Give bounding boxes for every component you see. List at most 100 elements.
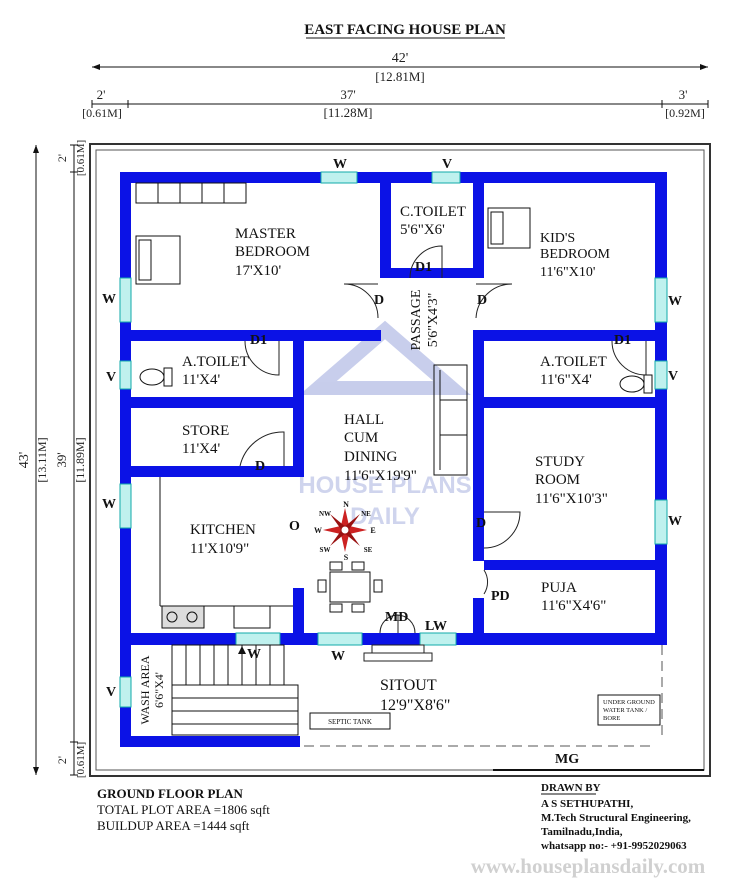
built-depth-m: [11.89M] (73, 437, 87, 482)
tag-puja-door: PD (491, 589, 510, 604)
wall-ctoilet-bottom (391, 268, 473, 278)
plan-name: GROUND FLOOR PLAN (97, 786, 244, 801)
plan-title: EAST FACING HOUSE PLAN (304, 22, 506, 38)
master-wardrobe (135, 182, 247, 204)
total-plot-area: TOTAL PLOT AREA =1806 sqft (97, 802, 270, 817)
buildup-area: BUILDUP AREA =1444 sqft (97, 818, 250, 833)
overall-depth-ft: 43' (17, 452, 32, 469)
bottom-setback-m: [0.61M] (75, 742, 87, 778)
openings (119, 171, 668, 708)
passage-name: PASSAGE (409, 290, 424, 351)
tag-window-study: W (668, 514, 682, 529)
main-door-step-2 (363, 652, 433, 662)
toilet-right-size: 11'6"X4' (540, 372, 592, 388)
study-line2: ROOM (535, 472, 580, 488)
website-watermark: www.houseplansdaily.com (471, 854, 706, 878)
kitchen-stove (161, 605, 205, 629)
door-toilet-left (244, 340, 280, 376)
window-kitchen-front (235, 632, 281, 646)
long-window-front (419, 632, 457, 646)
drawn-by-label: DRAWN BY (541, 782, 601, 794)
dining-table (329, 571, 371, 603)
toilet-left-name: A.TOILET (182, 354, 249, 370)
staircase (171, 644, 299, 736)
built-width-ft: 37' (340, 87, 355, 102)
kids-bedroom-line2: BEDROOM (540, 247, 611, 262)
master-bedroom-line1: MASTER (235, 226, 296, 242)
tag-door-kids: D (477, 293, 487, 308)
wall-hall-right (473, 341, 484, 561)
window-kitchen-left (119, 483, 132, 529)
kids-bed (487, 207, 531, 249)
toilet-left-size: 11'X4' (182, 372, 220, 388)
wash-area-name: WASH AREA (138, 655, 152, 724)
wall-store-kitchen (131, 466, 293, 477)
tag-door-study: D (476, 516, 486, 531)
hall-sofa (433, 364, 468, 476)
overall-width-m: [12.81M] (375, 69, 424, 84)
puja-size: 11'6"X4'6" (541, 598, 606, 614)
wall-right (655, 172, 667, 645)
wall-wash-bottom (120, 736, 300, 747)
water-tank-line3: BORE (603, 715, 620, 722)
kitchen-name: KITCHEN (190, 522, 256, 538)
master-bedroom-line2: BEDROOM (235, 244, 310, 260)
tag-main-gate: MG (555, 752, 579, 767)
ventilator-wash-left (119, 676, 132, 708)
tag-vent-right: V (668, 369, 678, 384)
watermark: HOUSE PLANS DAILY (298, 320, 472, 530)
sitout-size: 12'9"X8'6" (380, 697, 450, 714)
footer: GROUND FLOOR PLAN TOTAL PLOT AREA =1806 … (97, 782, 706, 878)
overall-depth-m: [13.11M] (35, 437, 49, 482)
opening-tags: W V W W V V W W W W V D1 D D D1 D1 D D P… (102, 157, 682, 767)
ventilator-ctoilet-top (431, 171, 461, 184)
septic-tank (309, 712, 391, 730)
tag-window-master: W (102, 292, 116, 307)
master-bed (135, 235, 181, 285)
top-setback-m: [0.61M] (75, 140, 87, 176)
store-name: STORE (182, 423, 229, 439)
hall-size: 11'6"X19'9" (344, 468, 417, 484)
room-labels: MASTER BEDROOM 17'X10' C.TOILET 5'6"X6' … (138, 204, 611, 725)
author-name: A S SETHUPATHI, (541, 798, 633, 810)
puja-name: PUJA (541, 580, 577, 596)
compound-wall (89, 143, 711, 777)
watermark-line1: HOUSE PLANS (298, 472, 471, 499)
compass-rose: N S E W NE NW SE SW (314, 500, 376, 562)
horizontal-dimensions: 42' [12.81M] 2' [0.61M] 37' [11.28M] 3' … (82, 51, 709, 120)
tag-window-kitchen-front: W (247, 647, 261, 662)
wc-left (139, 368, 165, 386)
wc-right (619, 375, 645, 393)
tag-ventilator-top: V (442, 157, 452, 172)
hall-line1: HALL (344, 412, 384, 428)
door-master (343, 283, 379, 319)
tag-window-kids: W (668, 294, 682, 309)
main-door-step (371, 644, 425, 654)
tag-door-toilet-right: D1 (614, 333, 631, 348)
door-ctoilet (409, 245, 443, 279)
water-tank (597, 694, 661, 726)
passage-size: 5'6"X4'3" (426, 293, 441, 348)
study-size: 11'6"X10'3" (535, 491, 608, 507)
compass-s: S (344, 553, 349, 562)
fixtures (135, 182, 704, 771)
wash-area-size: 6'6"X4' (152, 672, 166, 708)
compass-n: N (343, 500, 349, 509)
tag-door-store: D (255, 459, 265, 474)
door-puja (483, 569, 488, 595)
wall-master-bottom (131, 330, 381, 341)
compass-ne: NE (361, 510, 371, 518)
toilet-right-name: A.TOILET (540, 354, 607, 370)
compass-nw: NW (319, 510, 331, 518)
tag-door-ctoilet: D1 (415, 260, 432, 275)
kitchen-size: 11'X10'9" (190, 541, 249, 557)
wall-puja-left (473, 598, 484, 633)
hall-line2: CUM (344, 430, 378, 446)
door-kids (475, 283, 513, 319)
door-store (239, 431, 285, 467)
wall-toilet-store (131, 397, 301, 408)
wall-ctoilet-left (380, 183, 391, 278)
common-toilet-size: 5'6"X6' (400, 222, 445, 238)
compass-w: W (314, 526, 322, 535)
store-size: 11'X4' (182, 441, 220, 457)
